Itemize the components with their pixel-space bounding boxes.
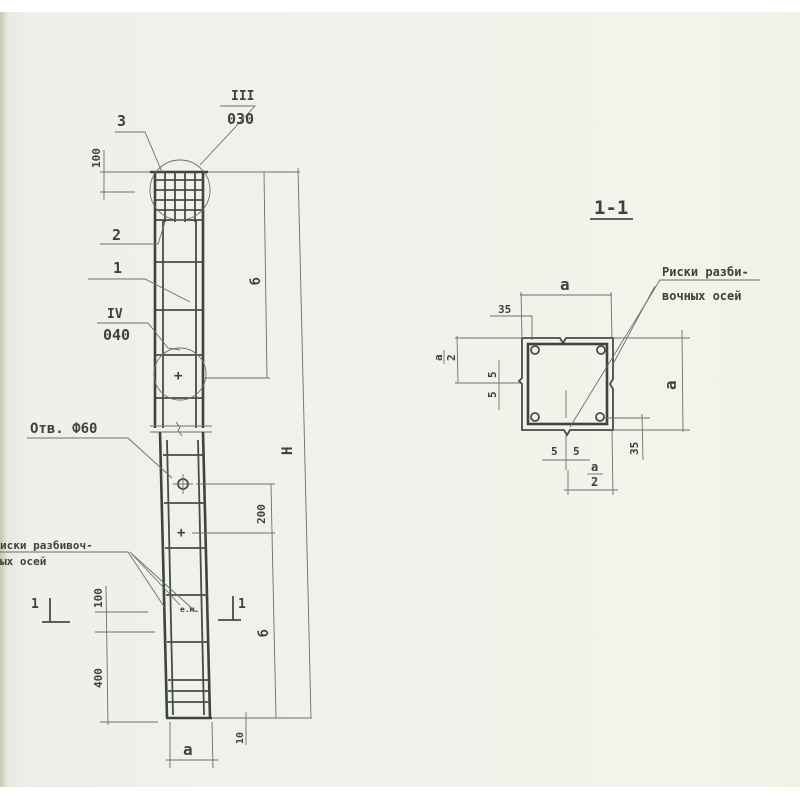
dim-width-a: a [183, 740, 193, 759]
section-1-1: 1-1 Риски разби- вочных осей a 35 a 2 [432, 197, 760, 496]
dim-total-H: H [280, 447, 296, 455]
rebar-left-lower [166, 439, 174, 716]
node-III-roman: III [231, 89, 254, 104]
section-dim-notch-bottom-1: 5 [551, 445, 558, 458]
rebar-right-lower [197, 439, 205, 716]
section-dim-notch-left-2: 5 [486, 391, 499, 398]
leader-marks-section [569, 279, 760, 428]
section-dim-notch-bottom-2: 5 [573, 445, 580, 458]
leader-marks-1 [0, 551, 166, 609]
dim-bottom-10: 10 [235, 732, 246, 744]
hole-label: Отв. Ф60 [30, 421, 97, 437]
dim-hole-200: 200 [255, 504, 268, 524]
node-III-circle [149, 159, 211, 221]
leader-node-IV [97, 322, 181, 351]
node-IV-circle [153, 347, 207, 401]
section-dim-half-bottom-num: a [591, 460, 598, 474]
leader-node-III [199, 105, 257, 166]
node-IV-sheet: 040 [103, 326, 130, 344]
axis-cross-mark: + [177, 525, 185, 541]
elevation-dimensions: 100 б H 200 б 100 400 10 a [90, 148, 312, 769]
callout-3-label: 3 [117, 112, 126, 130]
dim-base-400: 400 [92, 668, 105, 688]
node-IV-roman: IV [107, 307, 123, 322]
section-mark-left: 1 [31, 597, 70, 623]
column-left-edge-lower [158, 431, 169, 719]
dim-marks-100: 100 [92, 588, 105, 608]
marks-label-line1: иски разбивоч- [0, 539, 93, 552]
leader-2 [100, 221, 166, 245]
section-dim-width-a: a [560, 275, 570, 294]
section-dim-notch-left-1: 5 [486, 371, 499, 378]
section-dim-half-bottom-den: 2 [591, 475, 598, 489]
section-dim-cover-top-35: 35 [498, 303, 511, 316]
rebar-br [595, 412, 605, 422]
drawing-sheet: + + е.м. 3 2 1 III [0, 12, 800, 787]
section-dim-half-left-num: a [432, 354, 445, 361]
section-dim-half-left-den: 2 [445, 354, 458, 361]
rebar-tr [596, 345, 606, 355]
column-elevation: + + е.м. 3 2 1 III [0, 89, 257, 720]
leader-3 [115, 131, 163, 173]
section-title: 1-1 [594, 197, 628, 219]
axis-cross-mark: + [174, 368, 182, 384]
marks-label-line2: ых осей [0, 555, 46, 568]
axis-mark-small: е.м. [180, 605, 199, 614]
column-right-edge-lower [201, 431, 212, 719]
section-mark-left-label: 1 [31, 597, 39, 612]
section-mark-right: 1 [218, 596, 246, 621]
section-stirrup [526, 342, 609, 426]
section-marks-line2: вочных осей [662, 289, 741, 303]
section-dim-cover-bottom-35: 35 [628, 442, 641, 455]
node-III-sheet: 030 [227, 110, 254, 128]
section-marks-line1: Риски разби- [662, 265, 749, 279]
section-mark-right-label: 1 [238, 597, 246, 612]
rebar-bl [530, 412, 540, 422]
dim-lower-b: б [257, 629, 272, 637]
leader-1 [88, 278, 191, 303]
section-dim-height-a: a [661, 380, 680, 390]
dim-top-100: 100 [90, 148, 103, 168]
leader-hole [27, 437, 173, 479]
callout-2-label: 2 [112, 226, 121, 244]
top-mesh [155, 172, 203, 222]
drawing-canvas: + + е.м. 3 2 1 III [0, 89, 760, 769]
dim-upper-b: б [249, 277, 264, 285]
callout-1-label: 1 [113, 259, 122, 277]
rebar-tl [530, 345, 540, 355]
